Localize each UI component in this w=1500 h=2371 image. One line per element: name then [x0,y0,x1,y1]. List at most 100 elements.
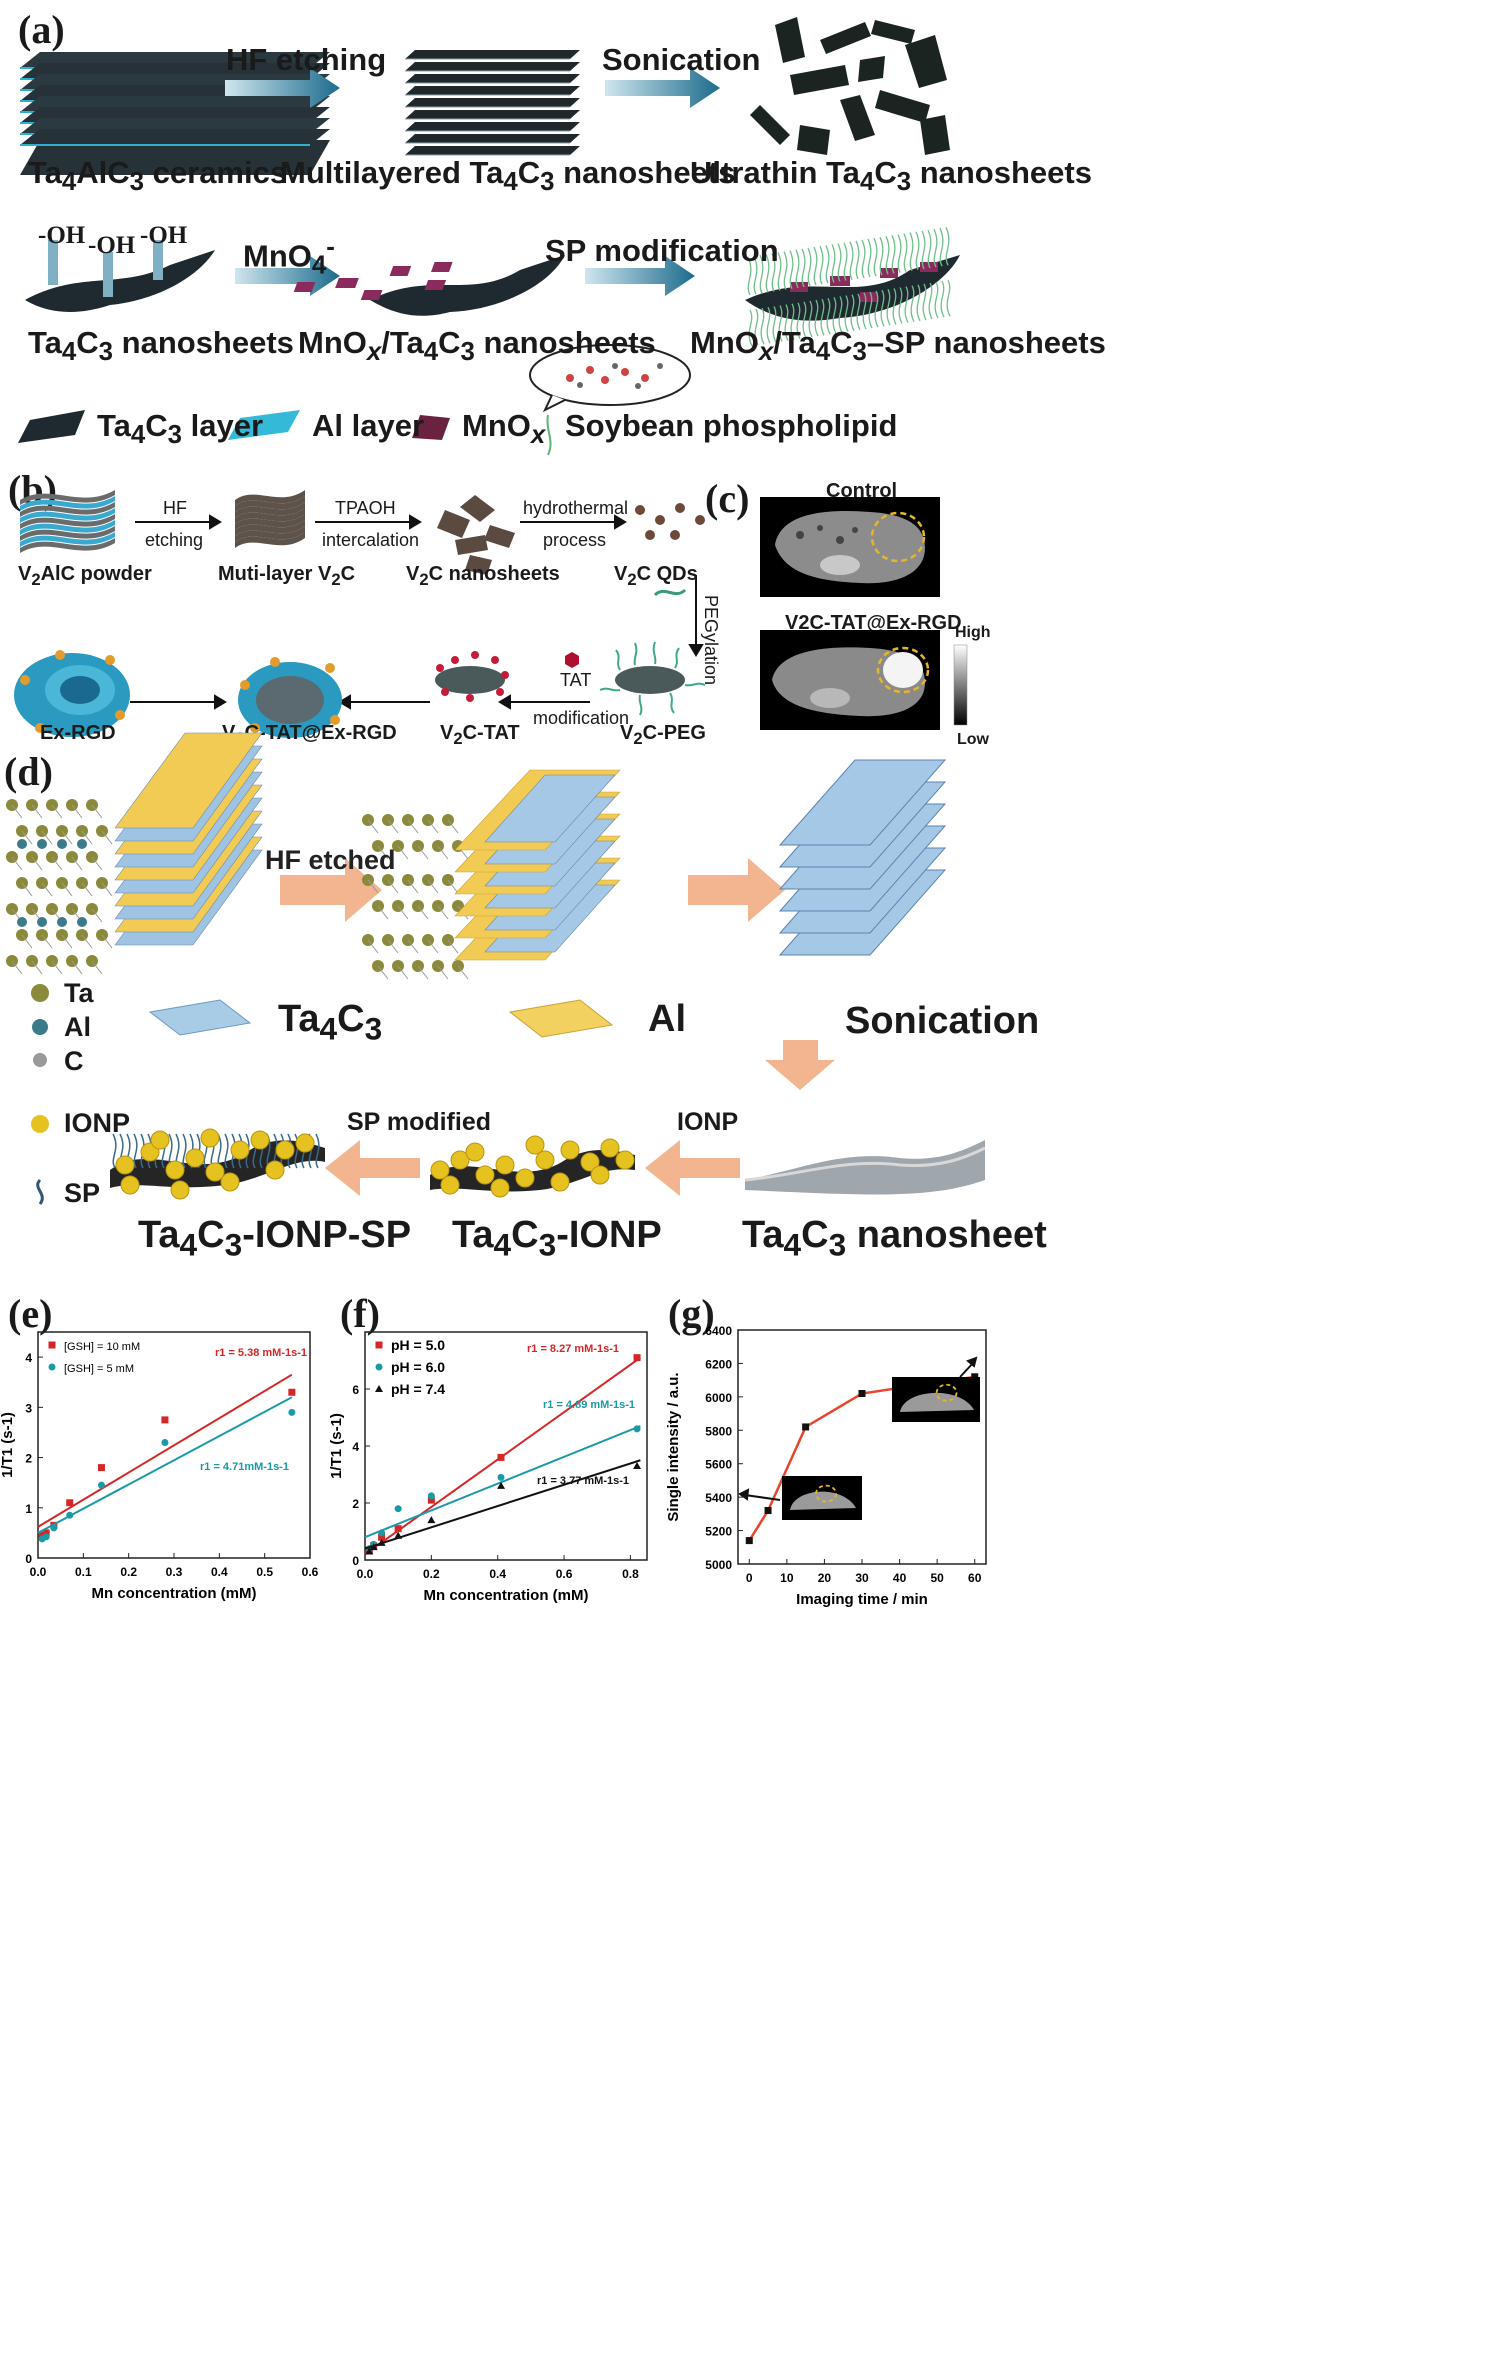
data-point [497,1473,505,1481]
step-label: HF [163,498,187,518]
data-point [377,1538,386,1546]
sp-modified-label: SP modified [347,1108,492,1136]
y-tick-label: 5600 [705,1458,732,1472]
mri-inset [892,1377,980,1422]
modification-label: modification [533,708,630,728]
data-point [497,1481,506,1489]
data-point [802,1423,810,1431]
x-tick-label: 0.2 [423,1567,440,1581]
multilayered-label: Multilayered Ta4C3 nanosheets [280,155,736,197]
y-tick-label: 5000 [705,1558,732,1572]
ultrathin-flakes [750,17,950,155]
data-point [633,1354,641,1362]
x-axis-label: Imaging time / min [796,1591,928,1608]
ta4c3-ionp-icon [430,1135,635,1198]
x-tick-label: 50 [930,1571,944,1585]
oh-group-label: -OH [88,232,136,259]
x-axis-label: Mn concentration (mM) [92,1585,257,1602]
x-tick-label: 0.3 [166,1565,183,1579]
ta4c3-ionp-label: Ta4C3-IONP [452,1214,662,1263]
mnox-icon [412,415,450,440]
y-tick-label: 0 [25,1552,32,1566]
ex-rgd-label: Ex-RGD [40,722,116,744]
v2c-qds-icon [635,503,705,540]
data-point [97,1464,105,1472]
slope-annotation: r1 = 8.27 mM-1s-1 [527,1343,619,1355]
y-tick-label: 6000 [705,1391,732,1405]
ta4alc3-ceramics-label: Ta4AlC3 ceramics [28,155,288,197]
ta4c3-sheet [25,240,215,312]
v2c-nanosheets-icon [437,495,515,575]
panel-label-d: (d) [4,749,53,794]
arrow-icon [688,858,785,922]
data-point [497,1453,505,1461]
x-tick-label: 0.4 [211,1565,228,1579]
ta-atom-icon [31,984,49,1002]
slope-annotation: r1 = 4.89 mM-1s-1 [543,1399,635,1411]
ta4c3-multilayer-stack [778,759,947,956]
x-tick-label: 0.6 [556,1567,573,1581]
colorbar-high-label: High [955,624,991,641]
treated-label: V2C-TAT@Ex-RGD [785,612,962,634]
legend-marker [48,1341,56,1349]
legend-marker [48,1363,56,1371]
al-atom-icon [32,1019,48,1035]
legend-entry: pH = 6.0 [391,1359,445,1375]
fit-line [364,1425,641,1539]
x-tick-label: 0.5 [256,1565,273,1579]
arrow-icon [280,858,382,922]
y-tick-label: 0 [352,1554,359,1568]
data-point [427,1516,436,1524]
panel-d-graphics [6,732,986,1205]
arrow-icon [738,1356,978,1501]
fit-line [364,1459,641,1550]
hf-etching-label: HF etching [226,42,387,77]
legend-mnox: MnOx [462,408,546,450]
data-point [394,1505,402,1513]
data-point [427,1496,435,1504]
step-label: intercalation [322,530,420,550]
legend-marker [375,1363,383,1371]
x-tick-label: 60 [968,1571,982,1585]
ta4c3-lattice [362,814,469,980]
v2c-tat-particle [435,651,509,702]
sonication-label: Sonication [602,42,761,77]
arrow-icon [645,1140,740,1196]
data-point [38,1531,46,1539]
ultrathin-label: Ultrathin Ta4C3 nanosheets [690,155,1092,197]
panel-a-graphics [18,17,960,456]
pegylation-label: PEGylation [701,595,721,686]
x-tick-label: 0.0 [30,1565,47,1579]
legend-al-layer: Al layer [312,408,425,443]
panel-label-f: (f) [340,1291,380,1336]
y-tick-label: 6400 [705,1324,732,1338]
x-tick-label: 10 [780,1571,794,1585]
ta4c3-nanosheet-icon [744,1140,986,1195]
legend-ionp: IONP [64,1108,131,1138]
multilayer-v2c-label: Muti-layer V2C [218,563,356,589]
fit-line [37,1373,293,1528]
data-point [394,1531,403,1539]
v2alc-powder-icon [20,490,115,553]
phospholipid-bubble [529,344,691,456]
legend-ta4c3-layer: Ta4C3 layer [97,408,264,450]
multilayer-v2c-icon [235,490,305,548]
control-label: Control [826,480,898,502]
ta4c3-ionp-sp-label: Ta4C3-IONP-SP [138,1214,412,1263]
y-tick-label: 1 [25,1502,32,1516]
mri-images [760,497,968,730]
data-point [161,1416,169,1424]
y-tick-label: 5800 [705,1424,732,1438]
step-label: hydrothermal [523,498,629,518]
multilayer-ta4c3-stack [405,50,580,156]
x-axis-label: Mn concentration (mM) [424,1587,589,1604]
ta4c3-nanosheet-label: Ta4C3 nanosheet [742,1214,1047,1263]
y-tick-label: 2 [25,1452,32,1466]
v2c-nanosheets-label: V2C nanosheets [406,563,560,589]
v2alc-powder-label: V2AlC powder [18,563,152,589]
tat-label: TAT [560,670,592,690]
arrow-icon [605,68,720,108]
